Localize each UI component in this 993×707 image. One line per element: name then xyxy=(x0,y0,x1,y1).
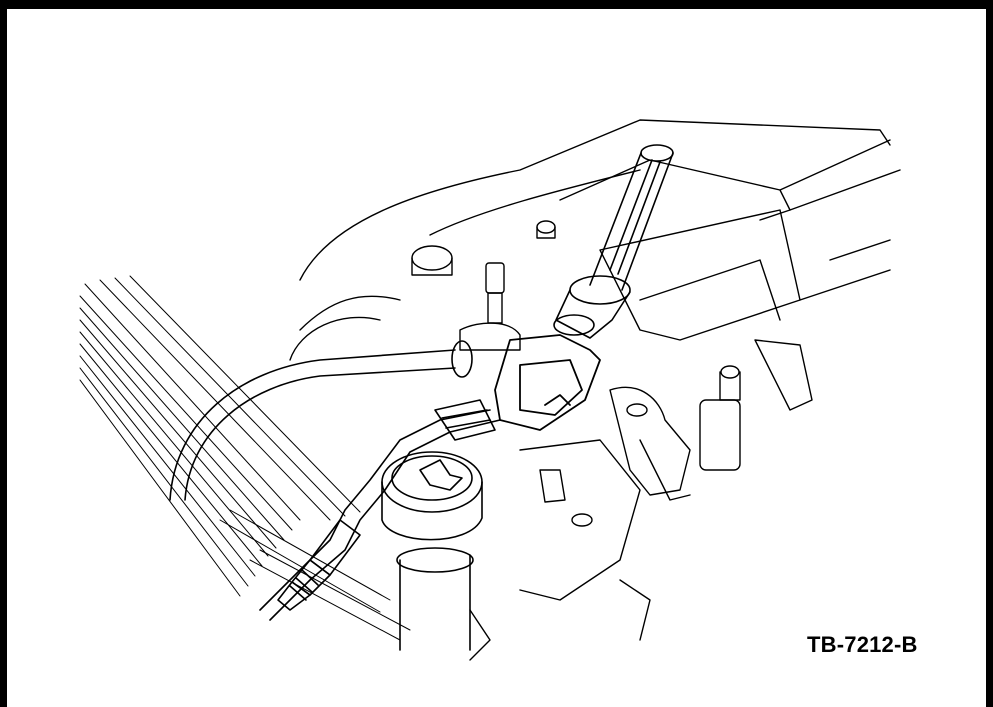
probe-bracket xyxy=(494,334,601,431)
sensor-connector xyxy=(459,262,521,351)
oil-filler-cap xyxy=(381,451,483,651)
wire-harness xyxy=(259,399,501,621)
lower-casting xyxy=(289,295,651,661)
radiator-hatching xyxy=(79,275,411,641)
heater-hose xyxy=(169,340,473,501)
valve-cover xyxy=(299,119,901,341)
test-probe-tool xyxy=(553,144,674,339)
figure-id-label: TB-7212-B xyxy=(807,632,918,657)
map-sensor xyxy=(609,339,813,501)
